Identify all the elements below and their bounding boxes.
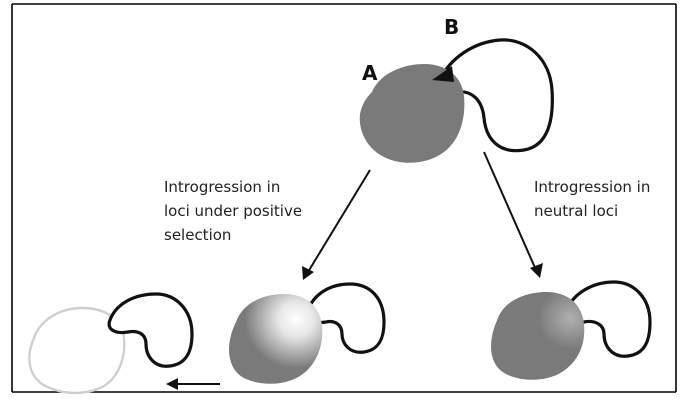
- invader-outline-left: [107, 292, 194, 368]
- introgressed-population-blob: [229, 294, 323, 384]
- neutral-outcome: [491, 280, 652, 380]
- extinction-arrow: [166, 378, 220, 390]
- left-caption-line-2: loci under positive: [164, 202, 302, 220]
- parental-populations: A B: [359, 15, 554, 163]
- population-b-label: B: [444, 15, 459, 39]
- right-branch-caption: Introgression in neutral loci: [534, 178, 650, 220]
- left-caption-line-3: selection: [164, 226, 231, 244]
- replaced-population: [28, 292, 194, 395]
- selection-outcome: [229, 282, 386, 384]
- invader-outline-right: [563, 280, 652, 358]
- right-caption-line-2: neutral loci: [534, 202, 618, 220]
- left-caption-line-1: Introgression in: [164, 178, 280, 196]
- invader-outline-middle: [305, 282, 386, 354]
- population-a-blob: [359, 64, 465, 163]
- left-branch-caption: Introgression in loci under positive sel…: [164, 178, 302, 244]
- faded-population-outline: [28, 306, 126, 395]
- neutral-population-blob: [491, 292, 585, 380]
- introgression-contact-marker: [432, 66, 454, 82]
- figure-frame: [11, 3, 677, 393]
- left-branch-arrow: [302, 169, 371, 280]
- right-caption-line-1: Introgression in: [534, 178, 650, 196]
- population-a-label: A: [362, 61, 378, 85]
- right-branch-arrow: [483, 151, 543, 278]
